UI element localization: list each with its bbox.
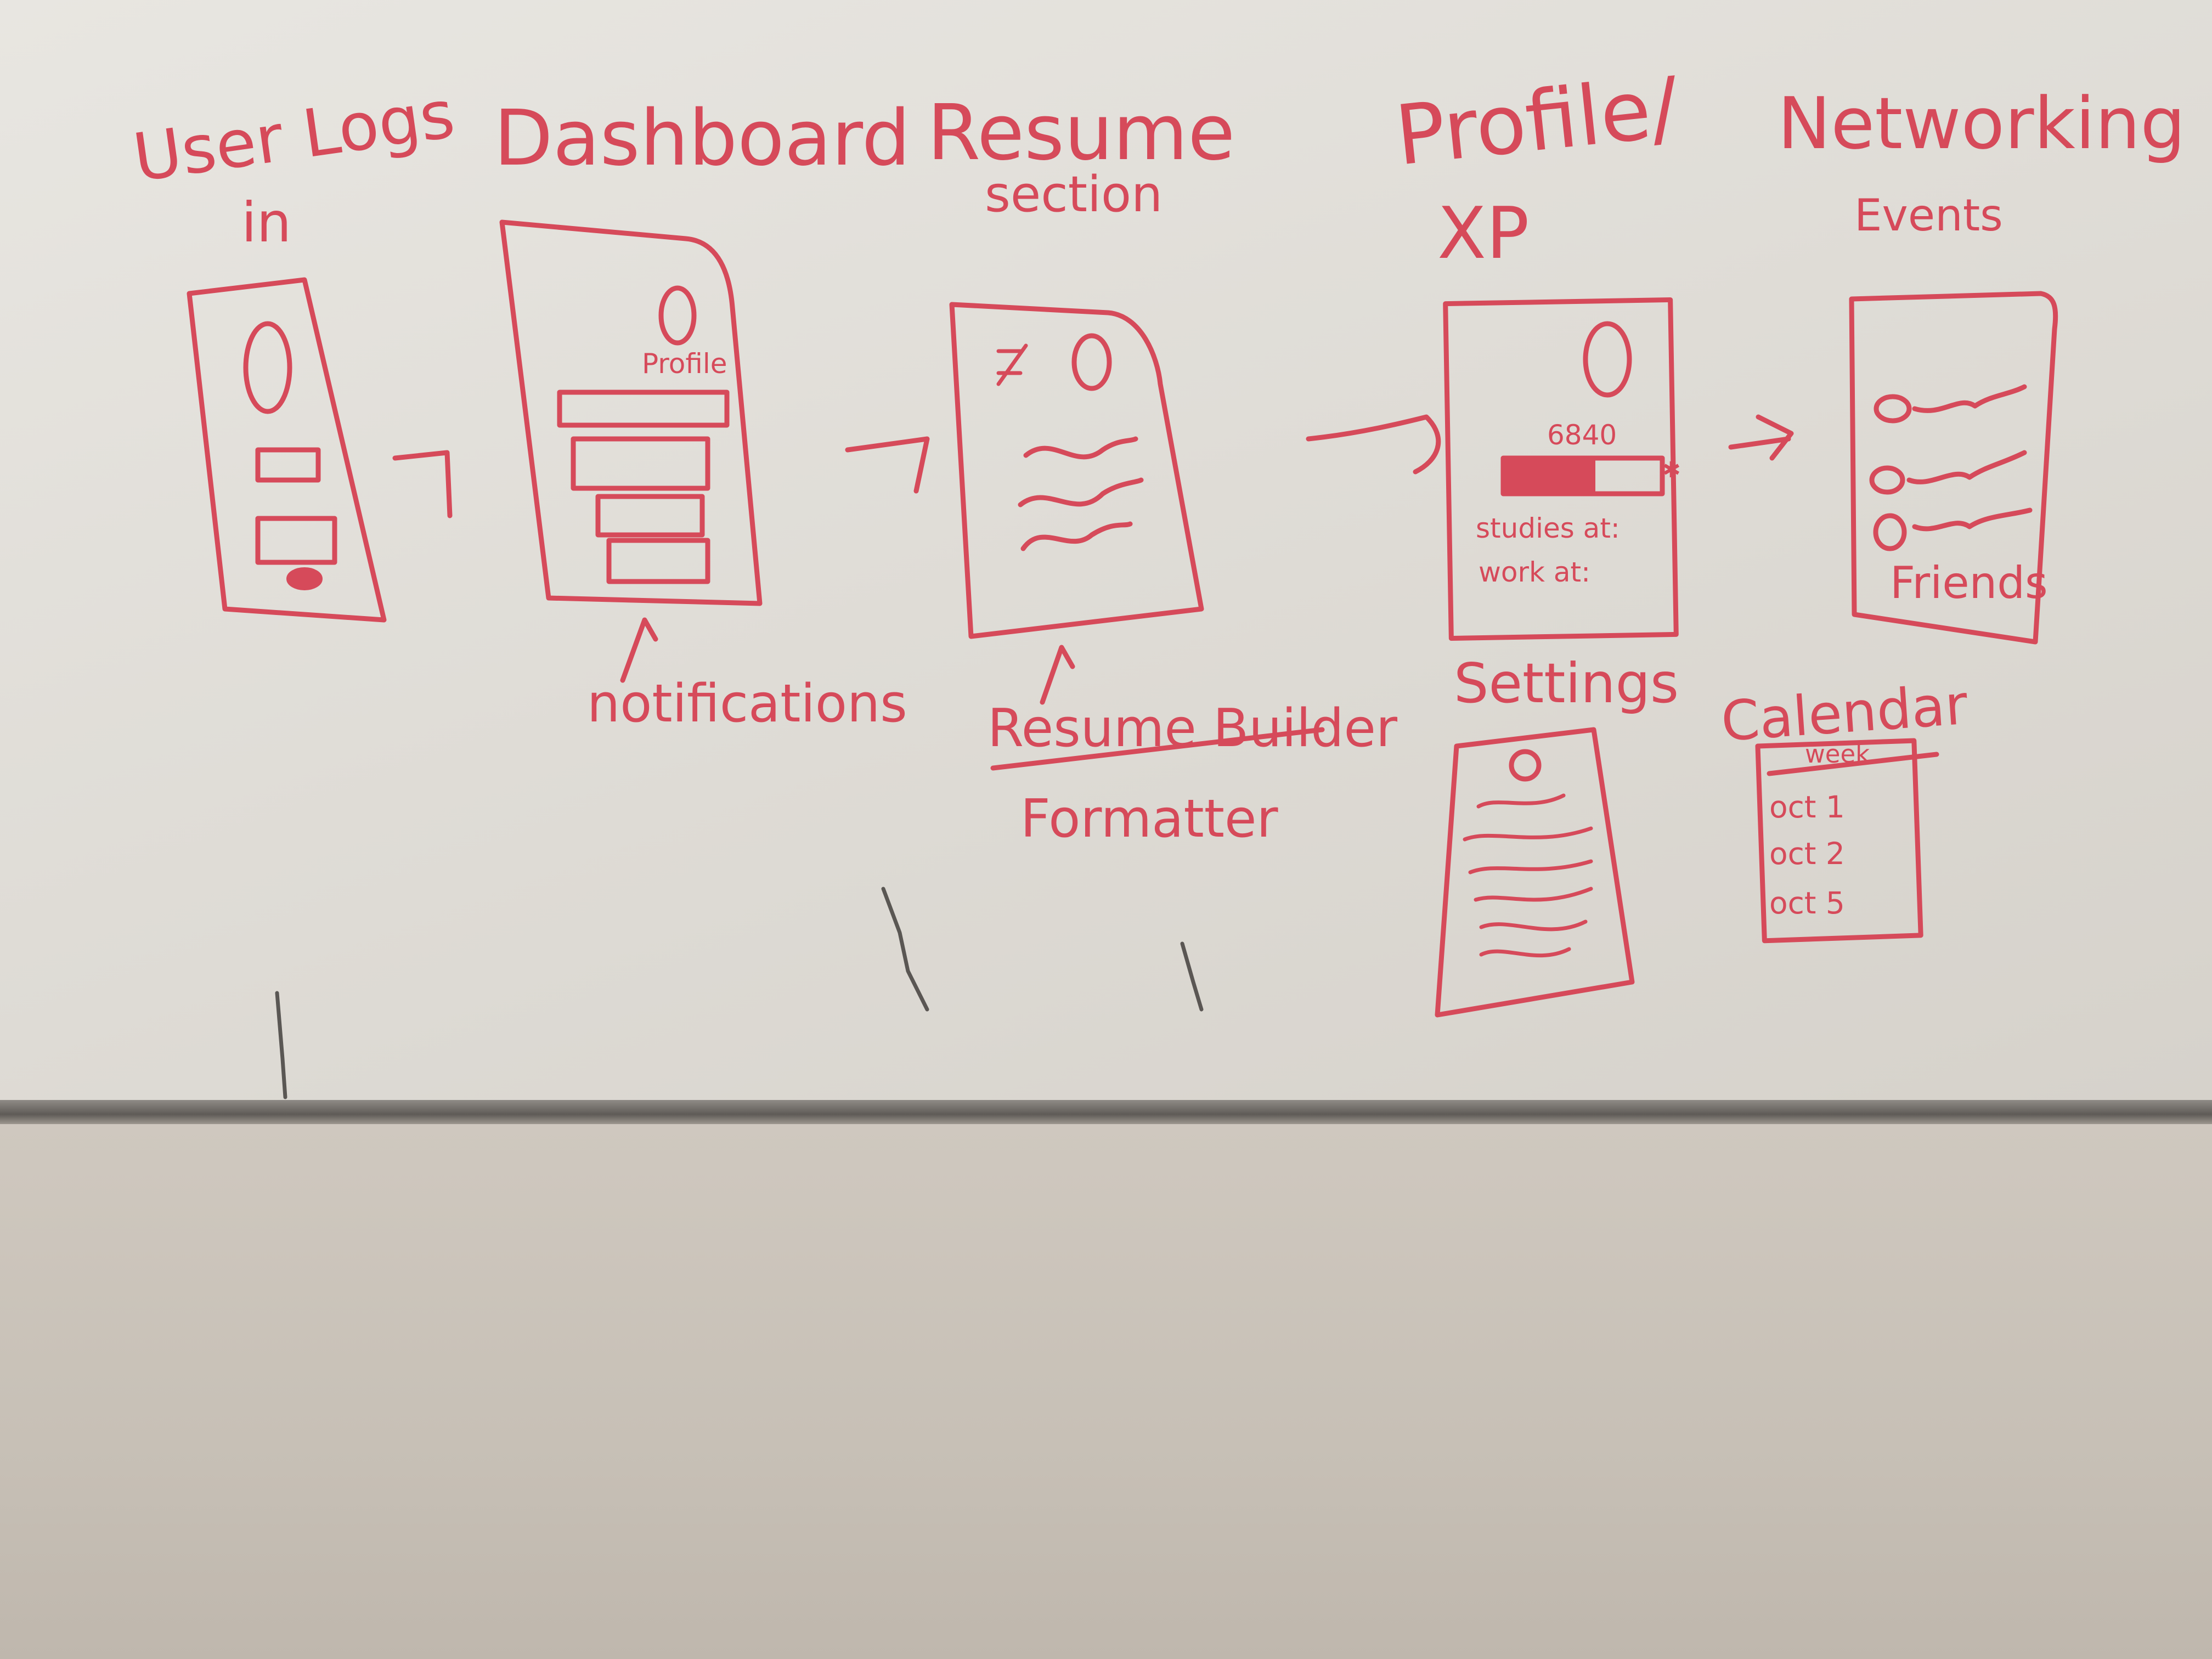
settings-phone	[1435, 727, 1635, 1018]
networking-subtitle: Events	[1854, 190, 2003, 241]
board-scuff-3	[275, 991, 287, 1099]
login-field-1	[255, 447, 321, 483]
settings-line-3	[1468, 859, 1593, 874]
login-logo	[243, 321, 292, 414]
arrow-resume-to-profile	[1306, 414, 1441, 475]
settings-line-2	[1463, 826, 1593, 842]
dashboard-card-4	[606, 538, 710, 584]
resume-step: Resume section Resume Builder Formatter	[927, 88, 1398, 849]
networking-friends-label: Friends	[1890, 557, 2048, 608]
board-scuff-2	[1180, 941, 1204, 1012]
networking-avatar-1	[1874, 394, 1912, 424]
wall	[0, 1124, 2212, 1659]
profile-avatar	[1583, 321, 1632, 398]
login-step: User Logs in	[129, 76, 459, 623]
networking-step: Networking Events Friends	[1778, 82, 2186, 645]
settings-avatar	[1509, 749, 1542, 782]
profile-phone	[1443, 297, 1679, 641]
arrow-login-to-dashboard	[392, 450, 453, 518]
whiteboard-tray	[0, 1100, 2212, 1124]
settings-line-4	[1474, 887, 1593, 902]
calendar-box	[1755, 738, 1923, 944]
profile-xp-star-icon: ✱	[1662, 458, 1681, 483]
resume-line-1	[1023, 436, 1138, 460]
arrow-notifications	[620, 617, 658, 683]
profile-xp-bar-fill	[1504, 459, 1595, 493]
board-scuff-1	[881, 887, 929, 1012]
dashboard-profile-label: Profile	[642, 348, 727, 380]
dashboard-step: Dashboard Profile notifications	[494, 94, 911, 734]
login-phone	[187, 277, 387, 623]
dashboard-title: Dashboard	[494, 94, 911, 183]
networking-line-1	[1912, 384, 2027, 413]
calendar-item-1: oct 1	[1769, 789, 1845, 825]
resume-builder-note: Resume Builder	[988, 698, 1398, 759]
dashboard-avatar	[658, 285, 697, 346]
calendar-sketch: Calendar week oct 1 oct 2 oct 5	[1719, 673, 1970, 944]
resume-formatter-note: Formatter	[1020, 789, 1278, 849]
calendar-header-divider	[1767, 752, 1939, 776]
arrow-profile-to-networking	[1728, 414, 1794, 461]
settings-title: Settings	[1454, 651, 1679, 715]
dashboard-card-2	[571, 436, 710, 491]
dashboard-notifications-note: notifications	[587, 674, 907, 734]
profile-studies: studies at:	[1476, 512, 1620, 544]
resume-line-2	[1018, 477, 1144, 507]
profile-step: Profile/ XP 6840 ✱ studies at: work at:	[1391, 60, 1684, 641]
resume-line-3	[1020, 521, 1133, 551]
settings-line-5	[1479, 919, 1588, 932]
networking-phone	[1849, 291, 2058, 645]
arrow-resume-builder	[1040, 645, 1075, 705]
networking-avatar-2	[1869, 465, 1905, 495]
settings-line-6	[1479, 947, 1571, 958]
networking-avatar-3	[1873, 513, 1907, 551]
login-title: User Logs	[129, 76, 459, 197]
calendar-item-2: oct 2	[1769, 836, 1845, 871]
profile-xp-title: XP	[1437, 191, 1529, 275]
resume-title: Resume	[927, 88, 1235, 178]
profile-title: Profile/	[1391, 60, 1684, 184]
profile-xp-bar	[1500, 455, 1665, 496]
dashboard-card-1	[557, 390, 730, 428]
login-field-2	[255, 516, 337, 565]
settings-line-1	[1476, 793, 1566, 809]
resume-subtitle: section	[985, 166, 1163, 223]
dashboard-phone	[499, 219, 763, 606]
login-title-in: in	[241, 190, 291, 255]
networking-line-3	[1912, 507, 2033, 532]
resume-avatar	[1071, 333, 1112, 391]
settings-sketch: Settings	[1435, 651, 1679, 1018]
resume-icon	[996, 343, 1028, 386]
resume-divider	[990, 727, 1325, 771]
dashboard-card-3	[595, 494, 705, 538]
networking-title: Networking	[1778, 82, 2186, 165]
profile-xp-value: 6840	[1547, 419, 1617, 451]
profile-work: work at:	[1479, 556, 1590, 588]
calendar-item-3: oct 5	[1769, 885, 1845, 921]
login-button	[286, 567, 323, 590]
networking-line-2	[1906, 450, 2027, 484]
resume-phone	[949, 302, 1204, 639]
calendar-header: week	[1805, 740, 1870, 769]
arrow-dashboard-to-resume	[845, 436, 930, 494]
